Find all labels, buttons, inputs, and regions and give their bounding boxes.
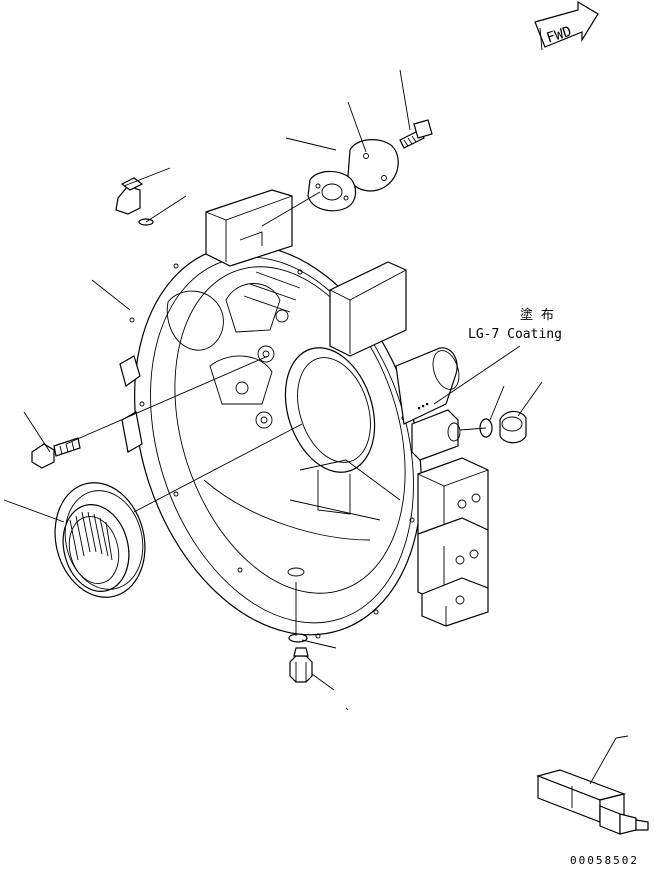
upper-plug xyxy=(115,177,144,215)
fwd-label: FWD xyxy=(545,24,574,47)
oil-seal xyxy=(54,482,146,598)
service-tool xyxy=(536,769,649,835)
cover-plate xyxy=(347,139,399,192)
coating-note-jp: 塗 布 xyxy=(520,307,554,323)
coating-note: LG-7 Coating xyxy=(468,327,562,342)
right-plug xyxy=(499,410,527,444)
cover-bolt xyxy=(399,119,433,149)
leader-lines xyxy=(3,69,629,785)
fwd-arrow: FWD xyxy=(534,0,599,51)
flywheel-housing xyxy=(119,189,489,639)
side-bolt xyxy=(31,437,81,469)
gasket xyxy=(307,170,357,212)
drawing-number: 00058502 xyxy=(570,854,639,867)
drain-plug xyxy=(289,647,313,683)
